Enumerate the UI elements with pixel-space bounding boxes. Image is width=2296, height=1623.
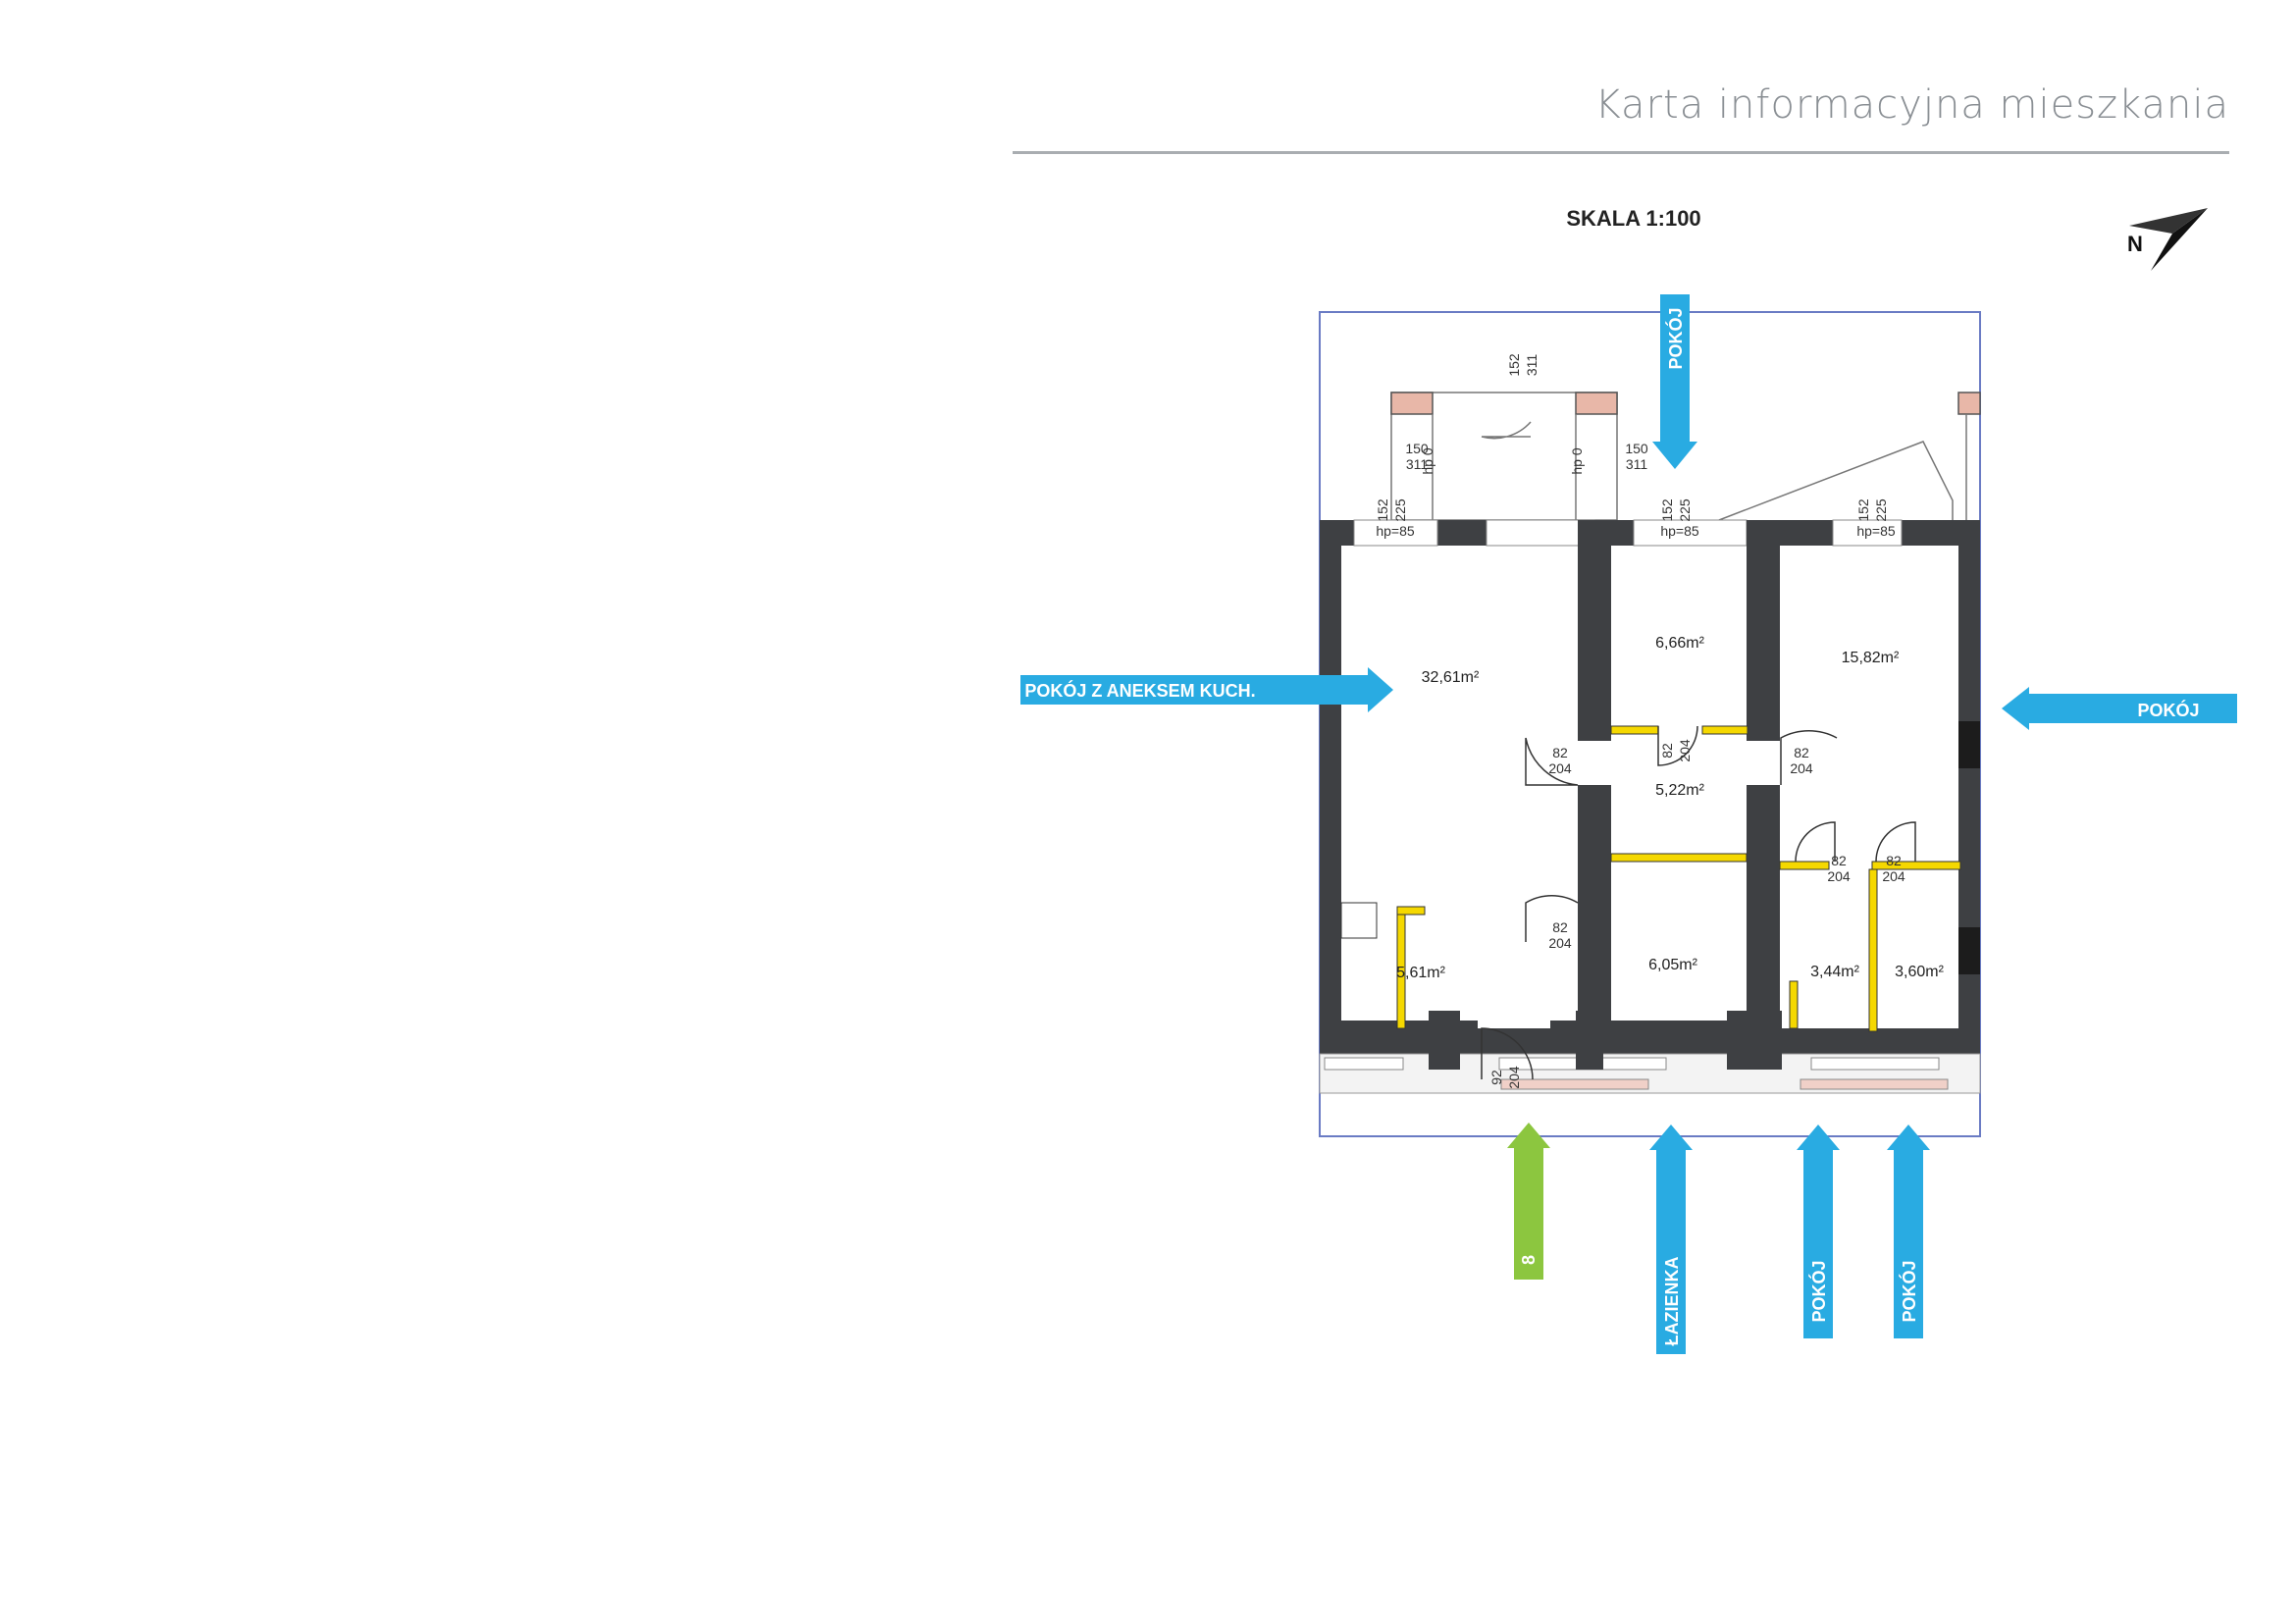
arrow-top-pokoj: POKÓJ [1652, 294, 1697, 469]
svg-text:82: 82 [1552, 919, 1568, 935]
svg-text:92: 92 [1488, 1070, 1504, 1085]
window-right-upper [1958, 721, 1980, 768]
room-area: 3,44m² [1810, 964, 1859, 980]
header-divider [1013, 151, 2229, 154]
arrow-bottom-bath: ŁAZIENKA [1649, 1125, 1693, 1354]
room-area: 6,05m² [1648, 957, 1697, 973]
balcony [1390, 392, 1981, 521]
scale-label: SKALA 1:100 [1566, 206, 1700, 231]
svg-text:POKÓJ: POKÓJ [2137, 700, 2199, 720]
svg-text:82: 82 [1886, 853, 1902, 868]
svg-text:152: 152 [1659, 498, 1675, 522]
room-area: 3,60m² [1895, 964, 1944, 980]
svg-text:225: 225 [1392, 498, 1408, 522]
svg-text:150: 150 [1405, 441, 1429, 456]
window-dims-vertical: 152 225 152 225 152 225 [1375, 498, 1889, 522]
svg-text:POKÓJ: POKÓJ [1665, 307, 1686, 369]
svg-text:204: 204 [1827, 868, 1851, 884]
svg-text:82: 82 [1552, 745, 1568, 760]
arrow-right-pokoj: POKÓJ [2002, 687, 2237, 730]
svg-text:ŁAZIENKA: ŁAZIENKA [1662, 1257, 1682, 1346]
window-sill: hp=85 [1376, 523, 1415, 539]
svg-text:311: 311 [1524, 354, 1539, 377]
svg-text:152: 152 [1855, 498, 1871, 522]
svg-text:POKÓJ Z ANEKSEM KUCH.: POKÓJ Z ANEKSEM KUCH. [1024, 680, 1255, 701]
partitions [1340, 725, 1961, 1032]
svg-text:82: 82 [1794, 745, 1809, 760]
svg-text:311: 311 [1406, 456, 1429, 472]
svg-text:225: 225 [1873, 498, 1889, 522]
svg-text:POKÓJ: POKÓJ [1899, 1260, 1919, 1322]
window-right-lower [1958, 927, 1980, 974]
room-area: 5,22m² [1655, 782, 1704, 799]
window-sill: hp=85 [1856, 523, 1896, 539]
svg-text:hp 0: hp 0 [1420, 447, 1435, 474]
svg-text:82: 82 [1831, 853, 1847, 868]
window-sill: hp=85 [1660, 523, 1699, 539]
svg-text:150: 150 [1625, 441, 1648, 456]
arrow-bottom-entry: 8 [1507, 1123, 1550, 1280]
plot-boundary [1319, 311, 1981, 1137]
room-area: 32,61m² [1422, 669, 1480, 686]
svg-text:8: 8 [1519, 1255, 1539, 1265]
svg-text:204: 204 [1677, 739, 1693, 762]
svg-text:204: 204 [1548, 935, 1572, 951]
arrow-bottom-room2: POKÓJ [1887, 1125, 1930, 1338]
room-area: 15,82m² [1842, 650, 1900, 666]
top-windows [1353, 519, 1903, 547]
page-title: Karta informacyjna mieszkania [1594, 82, 2229, 128]
north-arrow-icon: N [2127, 208, 2208, 271]
interior-walls [1321, 520, 1782, 1070]
exterior-walls [1319, 520, 1981, 1094]
svg-text:204: 204 [1882, 868, 1905, 884]
door-dims: 82 204 82 204 82 204 82 204 82 204 82 20… [1488, 739, 1905, 1089]
svg-text:204: 204 [1548, 760, 1572, 776]
room-area: 5,61m² [1396, 965, 1445, 981]
svg-text:82: 82 [1659, 743, 1675, 759]
svg-text:POKÓJ: POKÓJ [1808, 1260, 1829, 1322]
room-area: 6,66m² [1655, 635, 1704, 652]
arrow-bottom-room1: POKÓJ [1797, 1125, 1840, 1338]
svg-text:225: 225 [1677, 498, 1693, 522]
svg-text:hp 0: hp 0 [1569, 447, 1585, 474]
doors [1481, 725, 1916, 1080]
svg-text:204: 204 [1506, 1066, 1522, 1089]
arrow-left-kitchen: POKÓJ Z ANEKSEM KUCH. [1020, 667, 1393, 712]
svg-text:N: N [2127, 232, 2143, 256]
svg-text:204: 204 [1790, 760, 1813, 776]
svg-text:152: 152 [1375, 498, 1390, 522]
balcony-dims: 152 311 150 311 150 311 hp 0 hp 0 [1405, 353, 1648, 475]
svg-text:152: 152 [1506, 353, 1522, 377]
svg-text:311: 311 [1626, 456, 1648, 472]
